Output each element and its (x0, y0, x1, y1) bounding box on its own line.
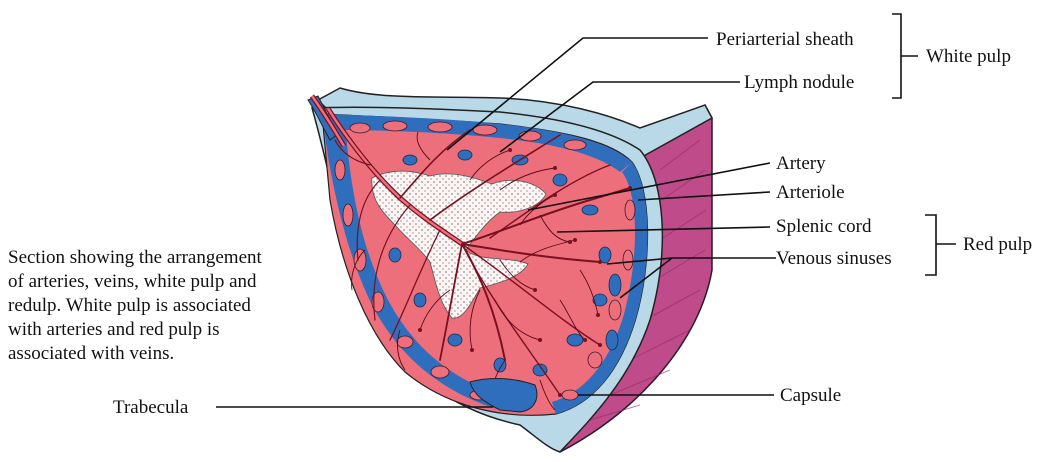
caption-line: Section showing the arrangement (8, 246, 338, 270)
label-arteriole: Arteriole (776, 182, 845, 203)
label-lymph-nodule: Lymph nodule (744, 72, 854, 93)
label-artery: Artery (776, 153, 826, 174)
label-venous-sinuses: Venous sinuses (776, 248, 892, 269)
diagram-caption: Section showing the arrangement of arter… (8, 246, 338, 366)
label-white-pulp: White pulp (926, 46, 1011, 67)
label-red-pulp: Red pulp (963, 234, 1032, 255)
label-splenic-cord: Splenic cord (776, 216, 872, 237)
caption-line: associated with veins. (8, 342, 338, 366)
red-pulp-bracket (925, 215, 936, 275)
caption-line: of arteries, veins, white pulp and (8, 270, 338, 294)
white-pulp-bracket (892, 14, 901, 98)
label-trabecula: Trabecula (113, 397, 189, 418)
caption-line: with arteries and red pulp is (8, 318, 338, 342)
label-capsule: Capsule (780, 385, 841, 406)
caption-line: redulp. White pulp is associated (8, 294, 338, 318)
label-periarterial-sheath: Periarterial sheath (716, 29, 854, 50)
